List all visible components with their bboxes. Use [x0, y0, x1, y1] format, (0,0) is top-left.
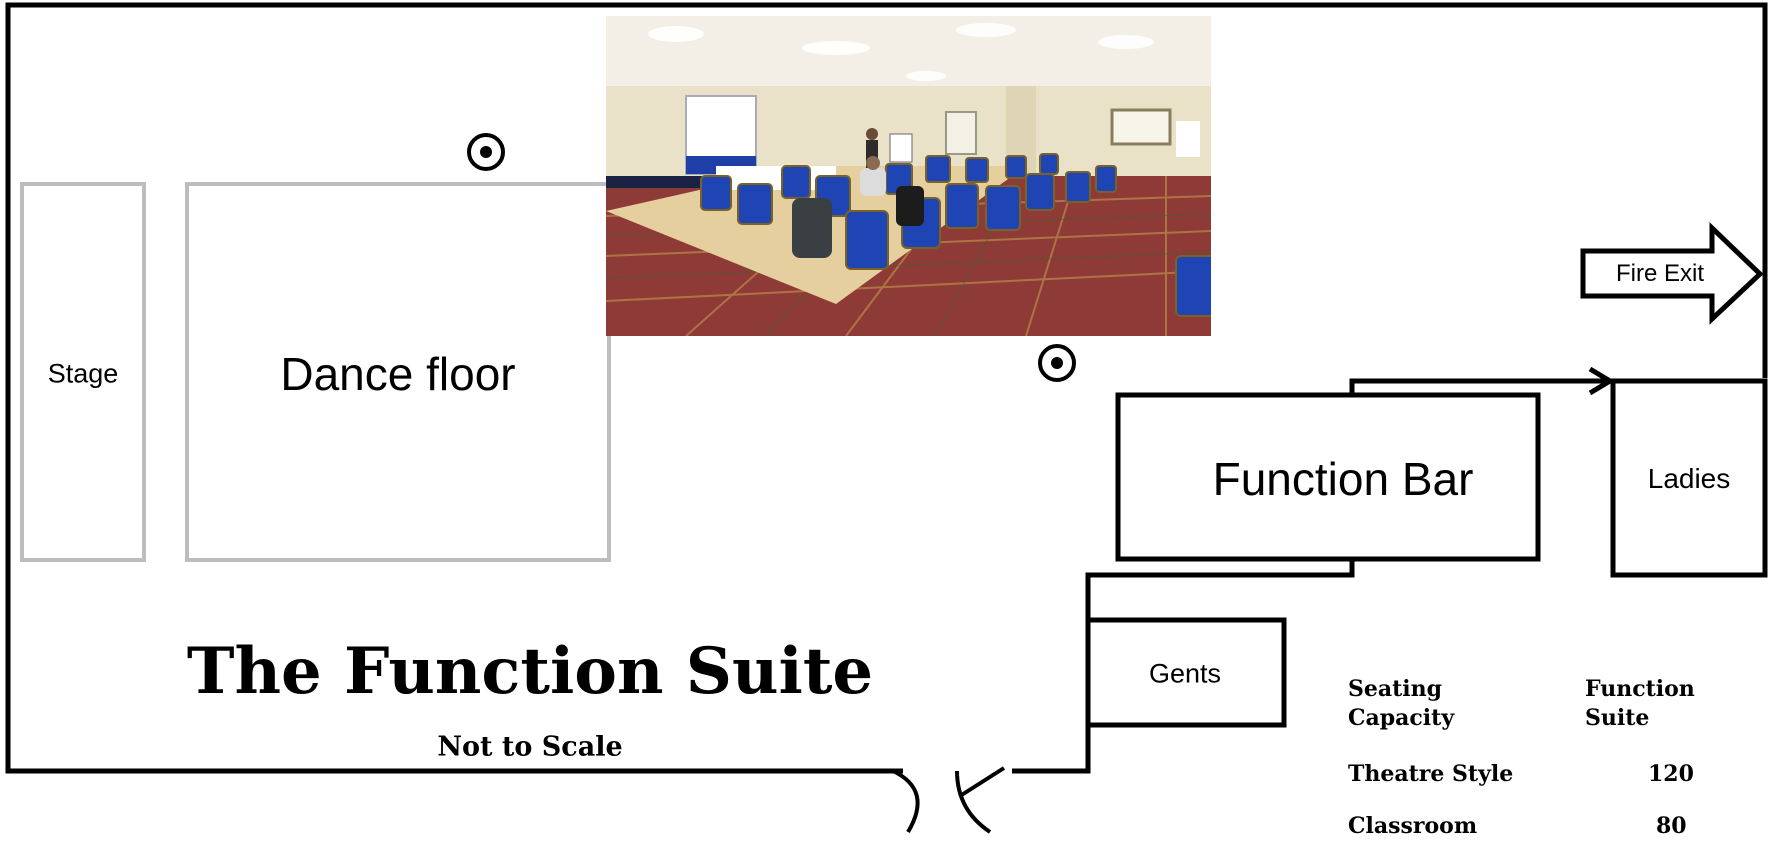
power-socket-icon: [467, 133, 505, 171]
door-swing-icon: [892, 766, 1006, 834]
event-photo: [606, 16, 1211, 336]
function-bar-area: [1115, 392, 1541, 562]
dance-floor-label: Dance floor: [280, 348, 516, 400]
capacity-header-right: Function Suite: [1585, 676, 1695, 731]
event-photo-drawing: [606, 16, 1211, 336]
route-arrow-icon: [1352, 366, 1615, 396]
stage-area: [20, 182, 146, 562]
gents-room: [1085, 617, 1287, 728]
fire-exit-label: Fire Exit: [1615, 260, 1705, 287]
dance-floor-area: [185, 182, 611, 562]
capacity-row-value: 120: [1648, 761, 1694, 787]
power-socket-icon: [1038, 344, 1076, 382]
capacity-row-label: Classroom: [1348, 813, 1478, 839]
fire-exit-arrow-icon[interactable]: [1580, 222, 1764, 325]
capacity-row-value: 80: [1656, 813, 1687, 839]
capacity-header-left: Seating Capacity: [1348, 676, 1455, 731]
outer-wall: [5, 2, 1768, 774]
gents-label: Gents: [1148, 658, 1222, 689]
ladies-room: [1610, 378, 1768, 578]
capacity-row-label: Theatre Style: [1348, 761, 1514, 787]
page-title: The Function Suite: [186, 634, 874, 709]
page-subtitle: Not to Scale: [437, 731, 623, 763]
stage-label: Stage: [47, 358, 119, 389]
ladies-label: Ladies: [1647, 463, 1731, 494]
wall-lower-right: [1012, 559, 1355, 774]
function-bar-label: Function Bar: [1212, 453, 1474, 505]
